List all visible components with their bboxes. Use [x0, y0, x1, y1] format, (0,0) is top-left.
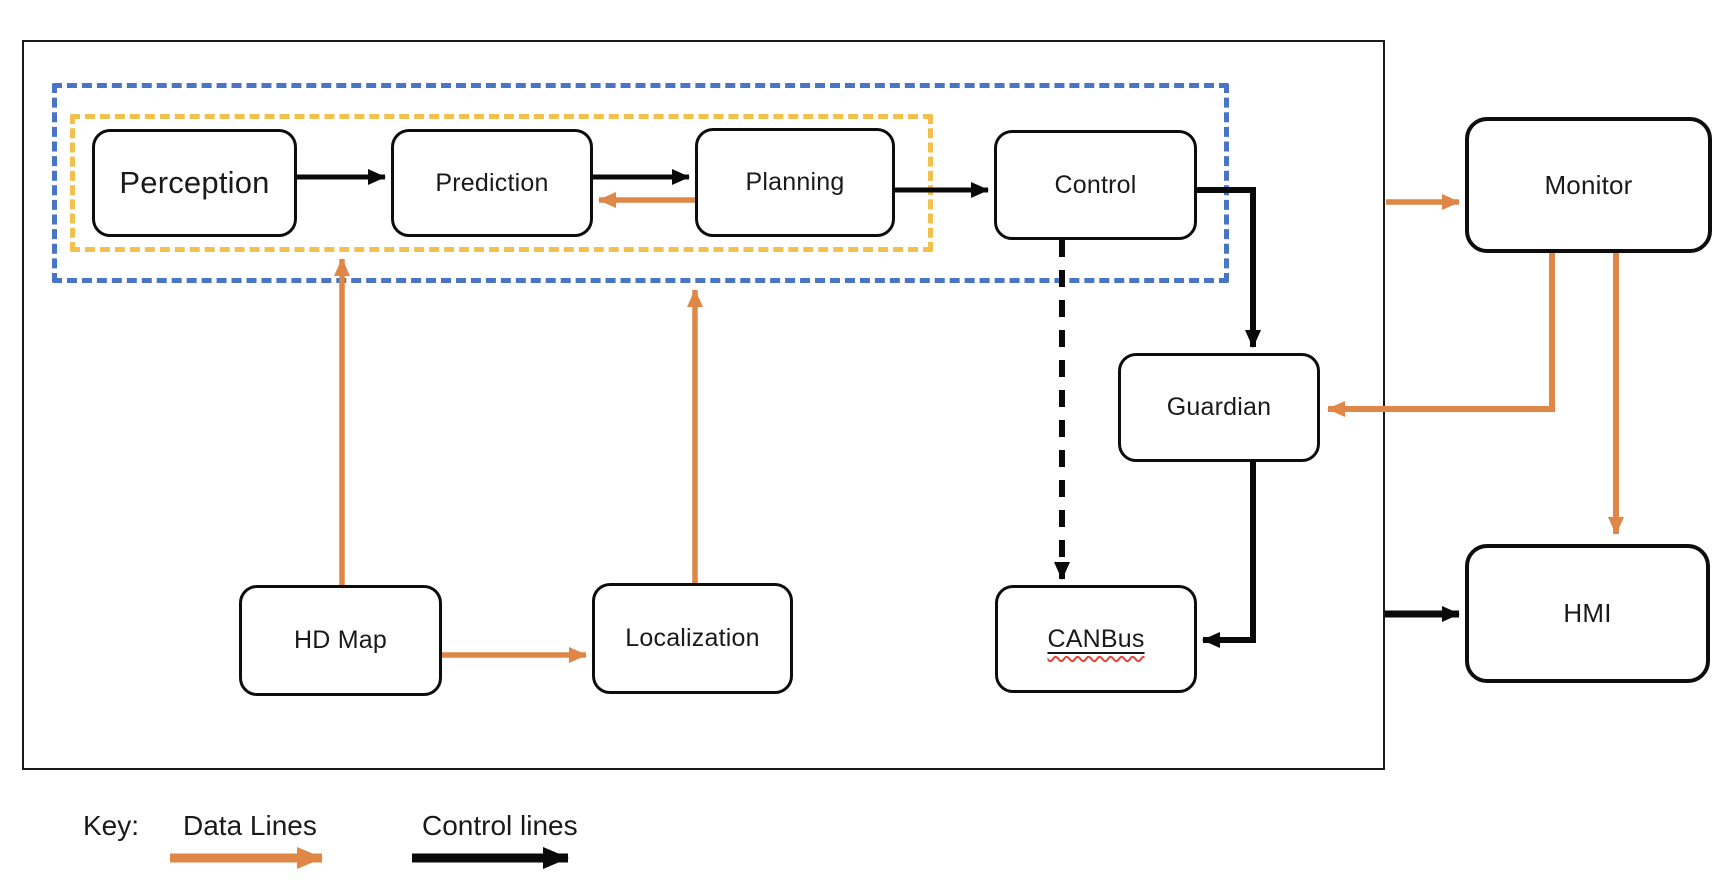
- node-planning-label: Planning: [745, 168, 845, 196]
- key-data-lines-label: Data Lines: [183, 810, 317, 841]
- node-perception: Perception: [92, 129, 297, 237]
- node-canbus-label: CANBus: [1047, 624, 1145, 653]
- node-localization-label: Localization: [625, 624, 760, 652]
- node-guardian-label: Guardian: [1166, 393, 1272, 421]
- node-canbus: CANBus: [995, 585, 1197, 693]
- node-hmi-label: HMI: [1563, 598, 1612, 628]
- outer-dashed-group: [52, 83, 1229, 283]
- node-prediction: Prediction: [391, 129, 593, 237]
- canbus-spellcheck-squiggle: CANBus: [1047, 625, 1144, 654]
- key-title: Key:: [83, 810, 140, 841]
- node-perception-label: Perception: [119, 165, 270, 200]
- key-control-lines-label: Control lines: [422, 810, 578, 841]
- node-control: Control: [994, 130, 1197, 240]
- node-monitor-label: Monitor: [1544, 169, 1633, 200]
- inner-dashed-group: [70, 114, 933, 252]
- node-control-label: Control: [1054, 170, 1137, 199]
- node-hdmap: HD Map: [239, 585, 442, 696]
- node-hmi: HMI: [1465, 544, 1710, 683]
- node-localization: Localization: [592, 583, 793, 694]
- node-monitor: Monitor: [1465, 117, 1712, 253]
- node-planning: Planning: [695, 128, 895, 237]
- node-hdmap-label: HD Map: [294, 626, 387, 654]
- node-prediction-label: Prediction: [435, 168, 549, 197]
- node-guardian: Guardian: [1118, 353, 1320, 462]
